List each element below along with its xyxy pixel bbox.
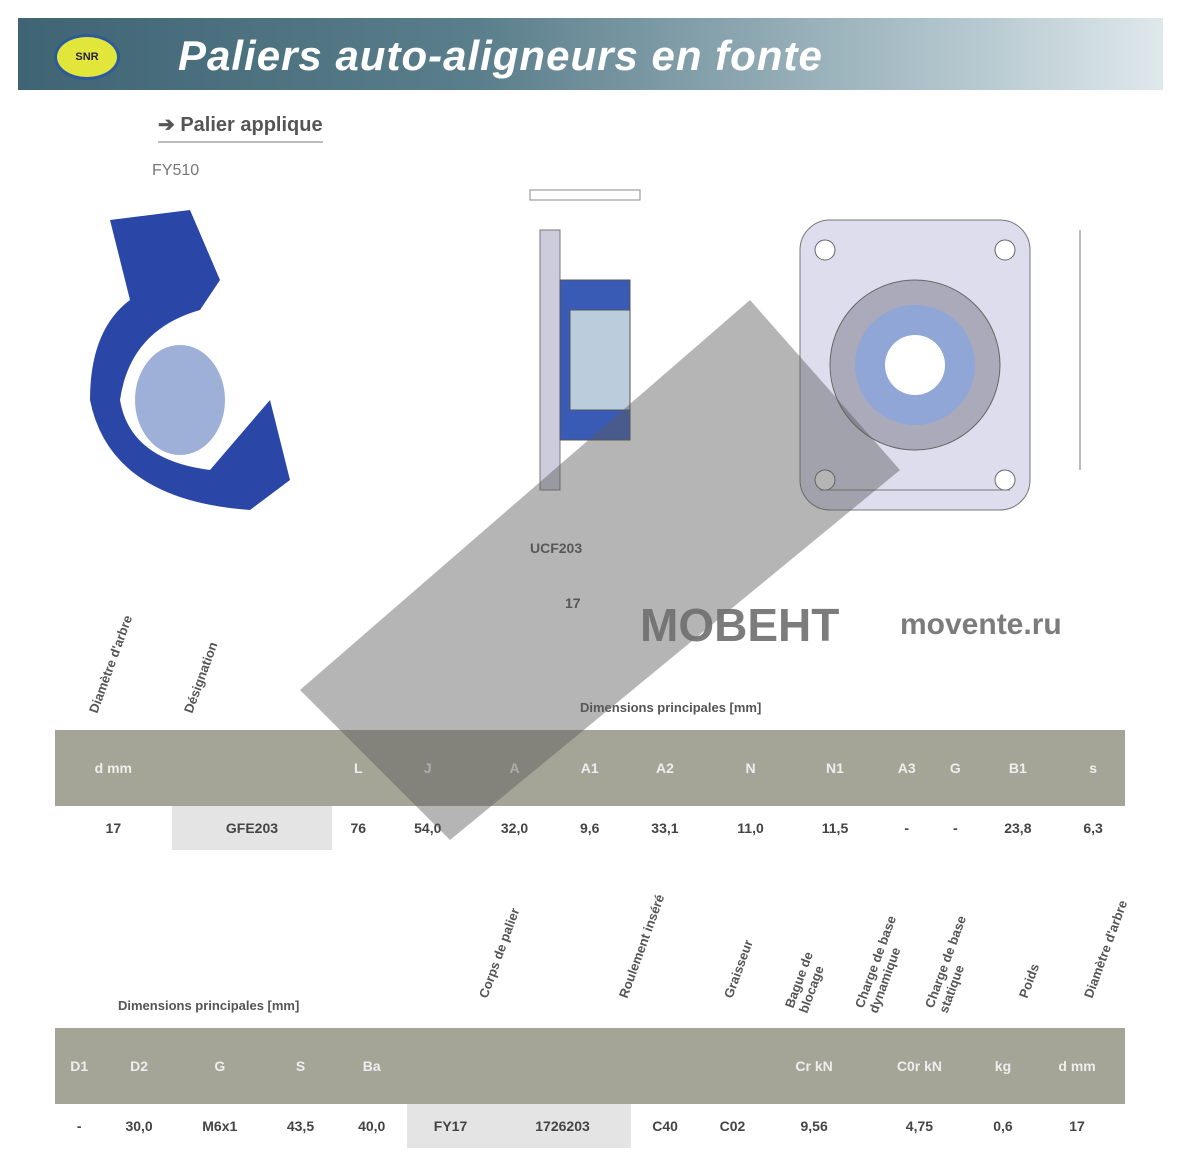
column-header: G [936, 730, 975, 806]
table-cell: - [904, 820, 910, 836]
column-header: C0r kN [862, 1028, 977, 1104]
table-cell: 30,0 [125, 1118, 153, 1134]
column-header: N [708, 730, 793, 806]
table-cell: GFE203 [171, 806, 333, 850]
column-header: A3 [877, 730, 937, 806]
rot-header: Désignation [180, 639, 221, 715]
table-cell: 54,0 [414, 820, 442, 836]
table-cell: 0,6 [993, 1118, 1013, 1134]
subtitle-text: Palier applique [180, 114, 323, 136]
page-title: Paliers auto-aligneurs en fonte [178, 32, 823, 79]
rot-header: Poids [1015, 961, 1043, 1000]
rot-header: Graisseur [720, 937, 756, 1000]
table-cell: 17 [105, 820, 122, 836]
column-header: S [264, 1028, 337, 1104]
table-cell: FY17 [407, 1104, 494, 1148]
watermark-site: movente.ru [900, 608, 1062, 641]
rot-header: Corps de palier [475, 905, 523, 1000]
rot-header: Diamètre d'arbre [85, 613, 136, 715]
table-cell: 32,0 [500, 820, 529, 836]
rot-header: Charge de base dynamique [851, 913, 904, 1015]
table-cell: - [76, 1118, 82, 1134]
column-header: d mm [1029, 1028, 1125, 1104]
header-banner: SNR Paliers auto-aligneurs en fonte [18, 18, 1163, 90]
column-header: N1 [792, 730, 878, 806]
drawing-label: UCF203 [530, 540, 583, 556]
rot-header: Bague de blocage [781, 949, 827, 1015]
table-cell: 40,0 [358, 1118, 386, 1134]
rot-header: Charge de base statique [921, 913, 970, 1015]
table-cell: 33,1 [651, 820, 679, 836]
watermark-brand: МОВЕНТ [640, 599, 840, 651]
table-cell: 11,0 [737, 820, 764, 836]
section-subtitle: ➔ Palier applique [158, 112, 323, 143]
group-label: Dimensions principales [mm] [118, 998, 300, 1013]
brand-logo: SNR [54, 34, 120, 80]
column-header [493, 1028, 632, 1104]
table-cell: M6x1 [202, 1118, 238, 1134]
table-cell: 11,5 [821, 820, 849, 836]
rot-header: Roulement inséré [615, 892, 668, 1000]
table-cell: - [953, 820, 958, 836]
column-header: G [174, 1028, 265, 1104]
front-view-drawing [799, 219, 1081, 511]
column-header: A1 [557, 730, 622, 806]
table-cell: 76 [350, 820, 367, 836]
drawing-sublabel: 17 [565, 595, 581, 611]
table-cell: 17 [1069, 1118, 1085, 1134]
rot-header: Diamètre d'arbre [1080, 898, 1131, 1000]
bearing-3d-image [90, 210, 290, 510]
table-cell: C02 [719, 1118, 746, 1134]
group-label: Dimensions principales [mm] [580, 700, 762, 715]
column-header: s [1061, 730, 1125, 806]
side-view-drawing [529, 189, 641, 491]
table-cell: 9,56 [800, 1118, 828, 1134]
column-header: D2 [103, 1028, 175, 1104]
product-code: FY510 [152, 162, 200, 179]
column-header: Cr kN [766, 1028, 863, 1104]
table-cell: 43,5 [286, 1118, 315, 1134]
column-header: A2 [621, 730, 709, 806]
table-cell: 9,6 [579, 820, 600, 836]
column-header: A [471, 730, 558, 806]
column-header: D1 [55, 1028, 104, 1104]
column-header: J [384, 730, 472, 806]
column-header: d mm [55, 730, 172, 806]
table-cell: 4,75 [905, 1118, 934, 1134]
column-header [698, 1028, 767, 1104]
table-cell: C40 [652, 1118, 678, 1134]
column-header [407, 1028, 494, 1104]
column-header: kg [976, 1028, 1030, 1104]
table-cell: 23,8 [1004, 820, 1032, 836]
column-header [631, 1028, 699, 1104]
column-header: B1 [974, 730, 1062, 806]
column-header [171, 730, 333, 806]
table-cell: 1726203 [493, 1104, 632, 1148]
column-header: Ba [336, 1028, 408, 1104]
table-cell: 6,3 [1083, 820, 1103, 836]
column-header: L [332, 730, 385, 806]
